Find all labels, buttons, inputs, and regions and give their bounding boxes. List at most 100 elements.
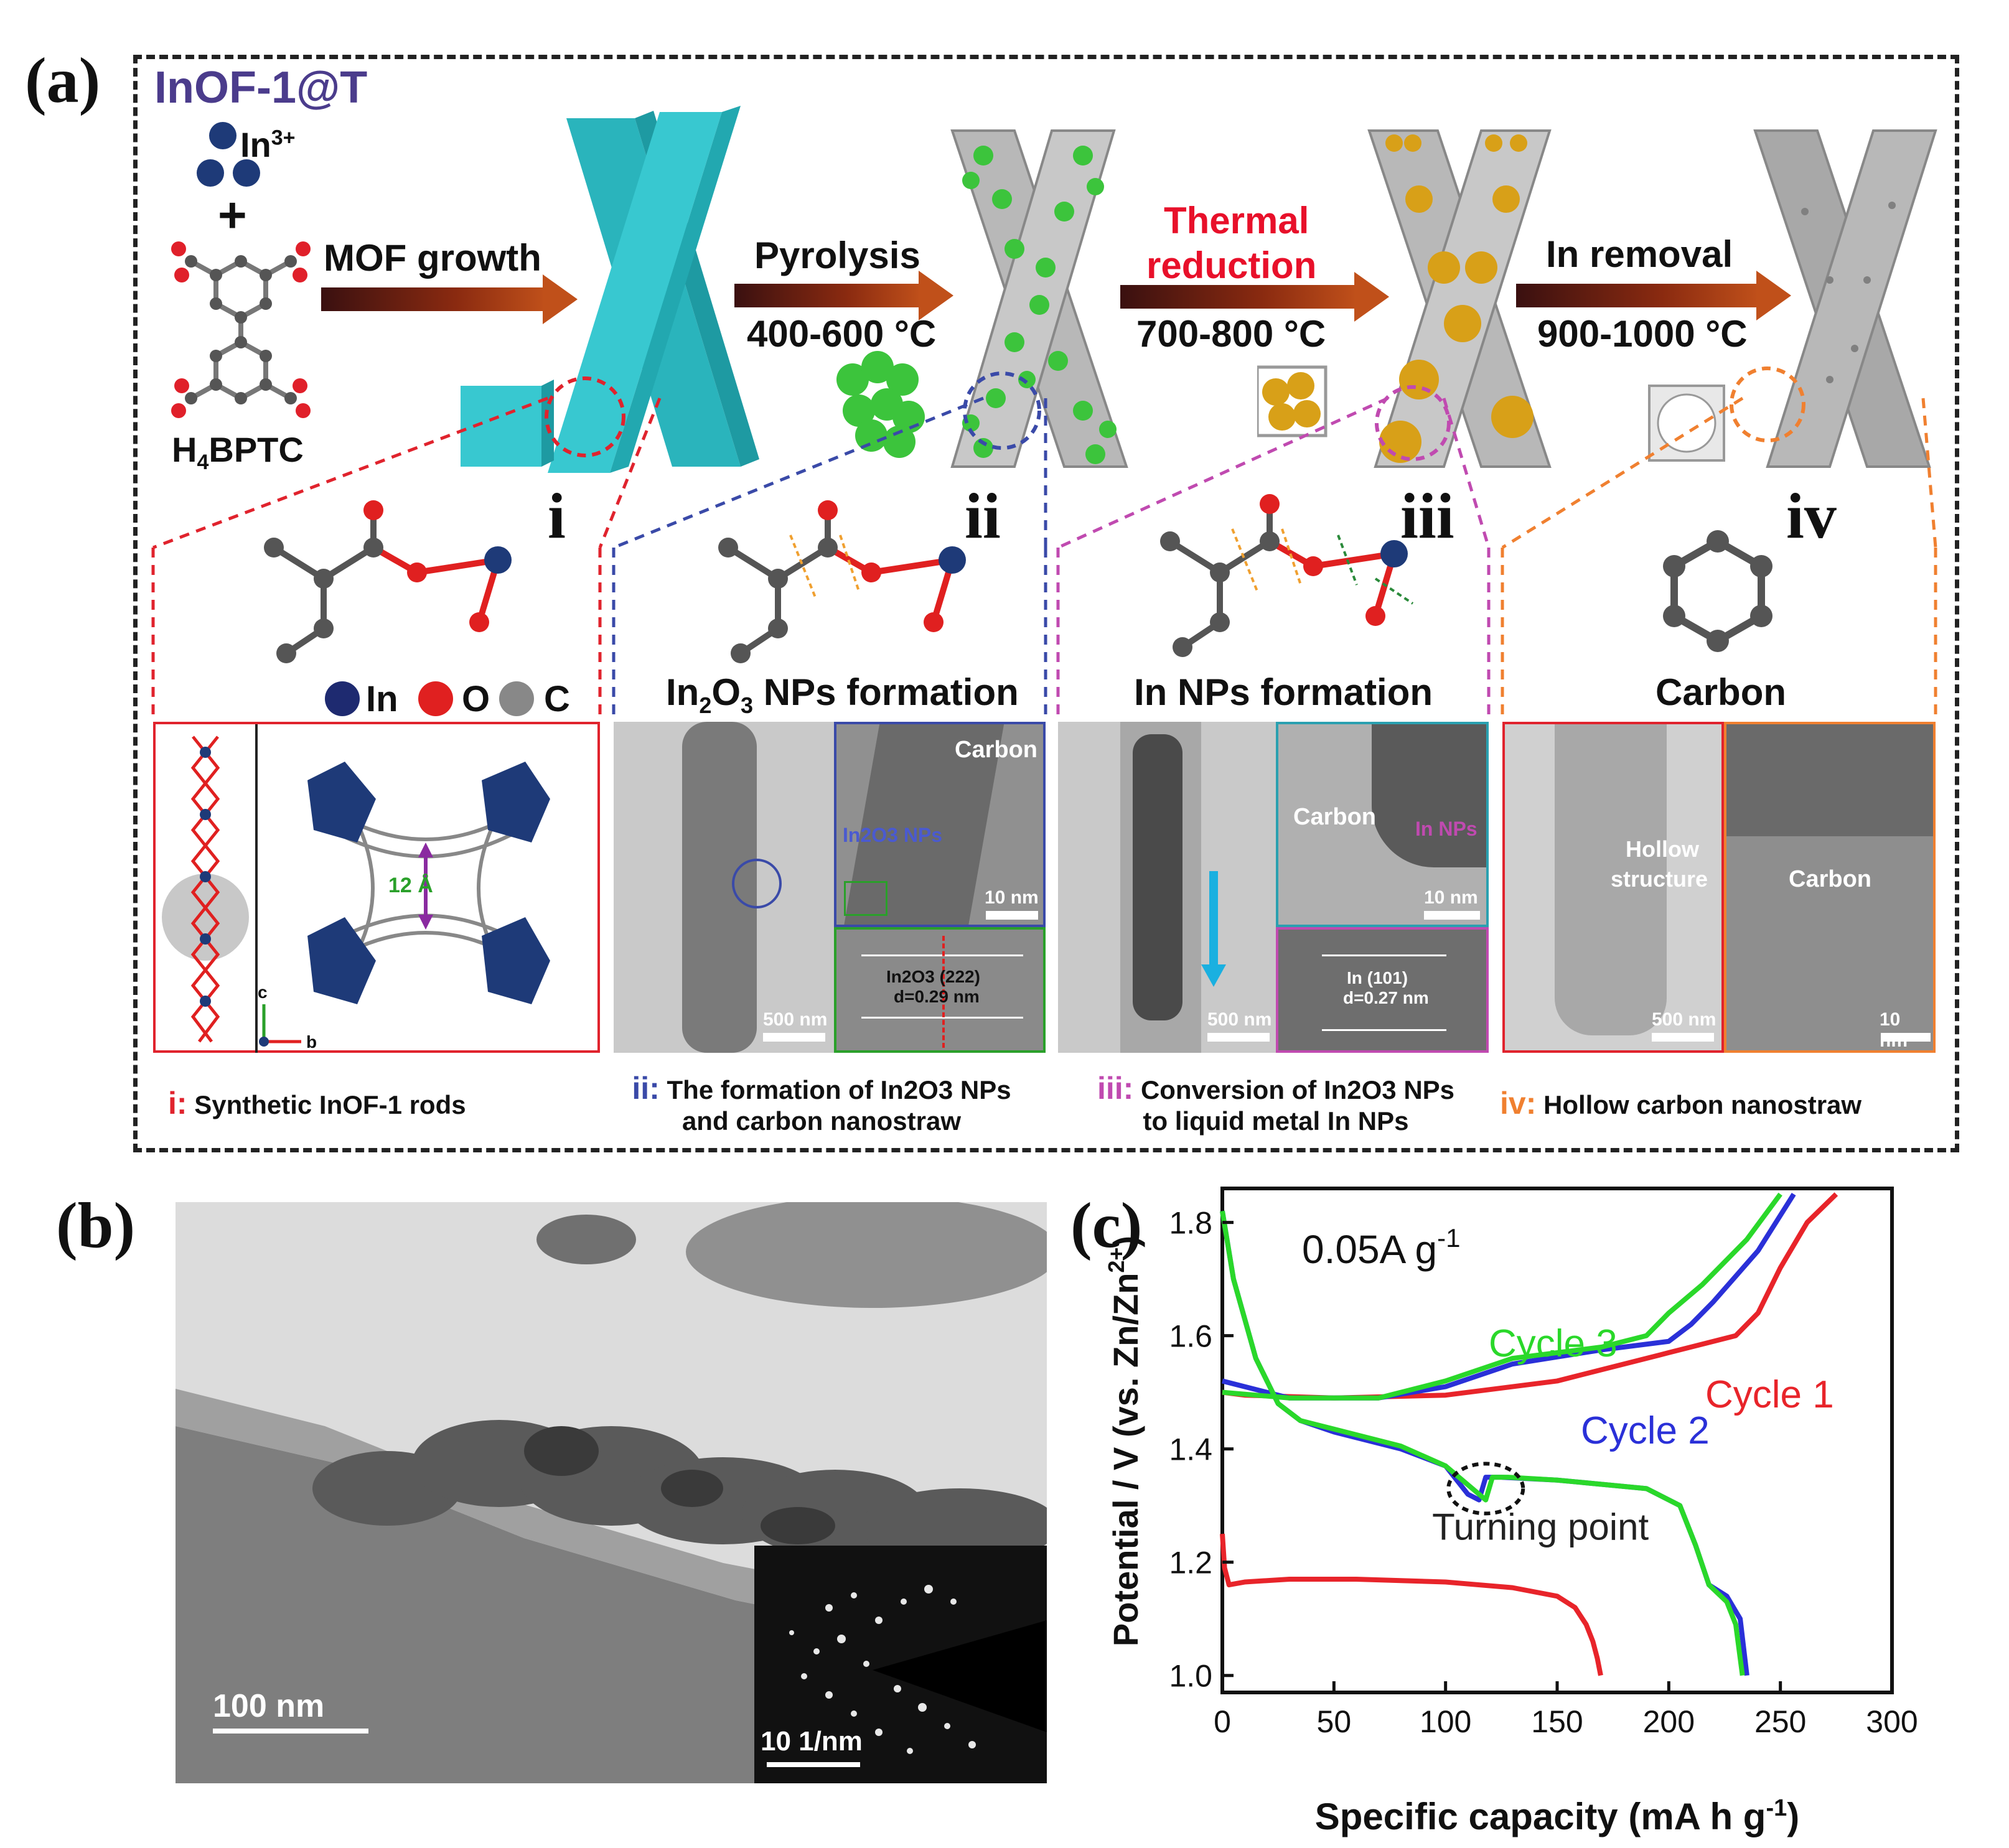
carbon-ring-icon <box>1663 530 1773 652</box>
stage-label-i: i <box>548 480 566 552</box>
formation-label-ii: In2O3 NPs formation <box>666 671 1019 718</box>
step-label-reduction: reduction <box>1146 245 1317 286</box>
ligand-molecule-icon <box>171 241 311 418</box>
stage-iv-rods <box>1648 129 1937 468</box>
rate-annotation: 0.05A g-1 <box>1302 1223 1460 1272</box>
scale-ii-main: 500 nm <box>763 1009 828 1030</box>
zoom-connectors <box>151 396 1937 722</box>
step-label-in-removal: In removal <box>1546 233 1733 275</box>
molecule-fragment-ii <box>718 500 966 663</box>
structure-box-i: 12 Å c b <box>153 722 600 1053</box>
series-line-cycle-1-charge <box>1222 1192 1838 1401</box>
series-line-cycle-2-charge <box>1222 1192 1796 1401</box>
panel-b-letter: (b) <box>56 1190 136 1261</box>
y-tick-label: 1.8 <box>1169 1206 1212 1241</box>
series-label-cycle-2: Cycle 2 <box>1581 1409 1710 1452</box>
tem-box-iv-main: Hollow structure 500 nm <box>1502 722 1724 1053</box>
caption-iii: iii: Conversion of In2O3 NPs to liquid m… <box>1097 1071 1455 1136</box>
atom-legend-icons <box>325 681 534 716</box>
y-tick-label: 1.6 <box>1169 1319 1212 1354</box>
tem-ii-lattice-2: d=0.29 nm <box>894 987 980 1006</box>
tem-box-iv-inset: Carbon 10 nm <box>1724 722 1936 1053</box>
x-tick-label: 300 <box>1866 1704 1918 1739</box>
step-temp-in-removal: 900-1000 °C <box>1537 313 1748 355</box>
axis-c-label: c <box>258 982 268 1002</box>
panel-b-scale-main: 100 nm <box>213 1688 325 1724</box>
ligand-label: H4BPTC <box>172 430 304 475</box>
tem-box-iii-inset-top: Carbon In NPs 10 nm <box>1276 722 1489 927</box>
y-axis-label: Potential / V (vs. Zn/Zn2+) <box>1103 1236 1145 1646</box>
arrow-in-removal-head <box>1756 271 1791 320</box>
arrow-mof-growth-head <box>543 274 578 324</box>
axis-b-label: b <box>306 1032 317 1052</box>
legend-c: C <box>544 679 570 719</box>
tem-box-ii-main: 500 nm <box>614 722 834 1053</box>
caption-iv: iv: Hollow carbon nanostraw <box>1500 1086 1862 1121</box>
scale-iii-inset: 10 nm <box>1424 887 1478 908</box>
tem-iv-carbon-label: Carbon <box>1789 866 1871 892</box>
step-label-mof-growth: MOF growth <box>324 237 541 279</box>
scale-iv-main: 500 nm <box>1652 1009 1716 1030</box>
precursor-ions <box>197 122 260 187</box>
legend-in: In <box>366 679 398 719</box>
panel-c-letter: (c) <box>1070 1190 1143 1261</box>
turning-point-label: Turning point <box>1432 1506 1649 1547</box>
tem-ii-carbon-label: Carbon <box>955 737 1037 763</box>
tem-iii-lattice-1: In (101) <box>1347 968 1408 987</box>
x-tick-label: 0 <box>1214 1704 1231 1739</box>
tem-iii-carbon-label: Carbon <box>1293 804 1376 830</box>
scale-ii-inset: 10 nm <box>985 887 1039 908</box>
x-tick-label: 50 <box>1317 1704 1352 1739</box>
series-line-cycle-3-discharge <box>1220 1210 1745 1676</box>
formation-label-iii: In NPs formation <box>1134 671 1433 713</box>
molecule-fragment-i <box>264 500 512 663</box>
tem-iv-hollow-2: structure <box>1611 866 1708 892</box>
tem-iv-hollow-1: Hollow <box>1626 836 1699 862</box>
tem-box-ii-inset-bottom: In2O3 (222) d=0.29 nm <box>834 927 1046 1053</box>
series-layer <box>1220 1192 1838 1676</box>
panel-a-letter: (a) <box>25 45 101 116</box>
x-tick-label: 100 <box>1420 1704 1471 1739</box>
y-tick-label: 1.0 <box>1169 1659 1212 1694</box>
stage-label-ii: ii <box>965 480 1001 552</box>
panel-b-scale-inset: 10 1/nm <box>761 1726 863 1757</box>
panel-b-tem-image: 100 nm 10 1/nm <box>176 1202 1047 1783</box>
series-line-cycle-3-charge <box>1222 1192 1782 1401</box>
tem-iii-lattice-2: d=0.27 nm <box>1343 988 1429 1007</box>
panel-a-title: InOF-1@T <box>154 63 368 113</box>
scale-iii-main: 500 nm <box>1207 1009 1272 1030</box>
x-axis-label: Specific capacity (mA h g-1) <box>1315 1795 1799 1837</box>
tem-box-iii-inset-bottom: In (101) d=0.27 nm <box>1276 927 1489 1053</box>
arrow-mof-growth <box>321 287 545 311</box>
arrow-in-removal <box>1516 284 1759 307</box>
tem-iii-nps-label: In NPs <box>1415 818 1477 840</box>
y-tick-label: 1.4 <box>1169 1432 1212 1467</box>
stage-i-rods <box>461 106 759 473</box>
tem-box-ii-inset-top: Carbon In2O3 NPs 10 nm <box>834 722 1046 927</box>
legend-o: O <box>462 679 490 719</box>
molecule-fragment-iii <box>1160 494 1414 657</box>
pore-size-label: 12 Å <box>388 874 433 897</box>
precursor-ion-label: In3+ <box>240 125 296 164</box>
arrow-thermal-reduction-head <box>1354 272 1389 322</box>
x-tick-label: 150 <box>1531 1704 1583 1739</box>
panel-a-frame <box>133 55 1959 1152</box>
x-tick-label: 250 <box>1754 1704 1806 1739</box>
series-line-cycle-1-discharge <box>1220 1533 1603 1676</box>
arrow-pyrolysis-head <box>919 271 953 320</box>
turning-point-circle <box>1446 1462 1525 1516</box>
series-label-cycle-3: Cycle 3 <box>1489 1322 1618 1365</box>
chain-structure <box>162 735 249 1043</box>
caption-i: i: Synthetic InOF-1 rods <box>168 1086 466 1121</box>
tem-ii-lattice-1: In2O3 (222) <box>886 967 980 986</box>
tem-ii-nps-label: In2O3 NPs <box>843 824 943 846</box>
scale-iv-inset: 10 nm <box>1880 1009 1908 1051</box>
stage-label-iii: iii <box>1400 480 1454 552</box>
stage-label-iv: iv <box>1786 480 1837 552</box>
step-temp-thermal: 700-800 °C <box>1136 313 1326 355</box>
y-tick-label: 1.2 <box>1169 1546 1212 1580</box>
stage-iii-rods <box>1257 129 1552 468</box>
arrow-pyrolysis <box>734 284 921 307</box>
